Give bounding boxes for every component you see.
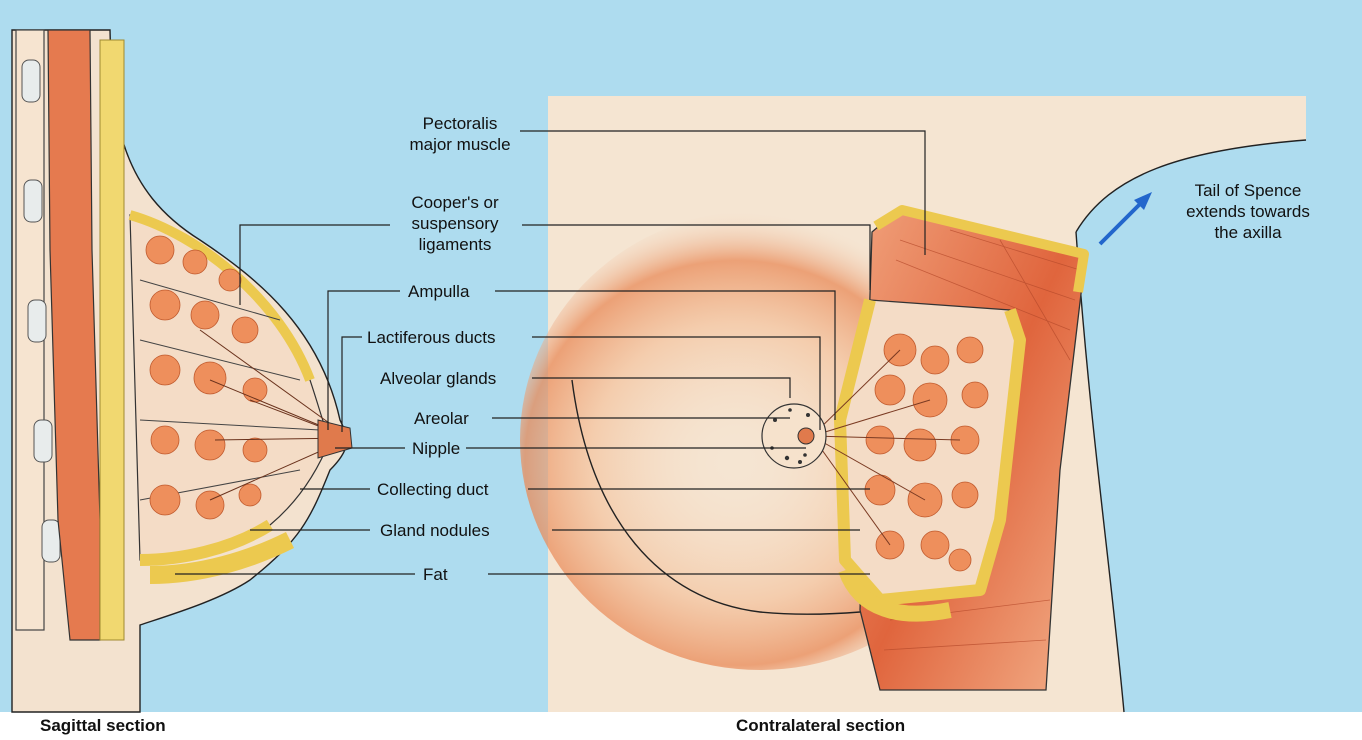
fat-strip [100,40,124,640]
nipple-shape [798,428,814,444]
caption-contralateral: Contralateral section [736,716,905,736]
label-alveolar-glands: Alveolar glands [380,368,496,389]
caption-sagittal: Sagittal section [40,716,166,736]
label-areolar: Areolar [414,408,469,429]
sagittal-nipple [318,420,352,458]
areola [762,404,826,468]
label-collecting-duct: Collecting duct [377,479,489,500]
label-gland-nodules: Gland nodules [380,520,490,541]
label-tail-of-spence: Tail of Spence extends towards the axill… [1168,180,1328,243]
label-pectoralis: Pectoralis major muscle [395,113,525,155]
label-coopers: Cooper's or suspensory ligaments [385,192,525,255]
label-nipple: Nipple [412,438,460,459]
label-fat: Fat [423,564,448,585]
label-lactiferous-ducts: Lactiferous ducts [367,327,496,348]
sagittal-panel [12,30,352,712]
label-ampulla: Ampulla [408,281,469,302]
